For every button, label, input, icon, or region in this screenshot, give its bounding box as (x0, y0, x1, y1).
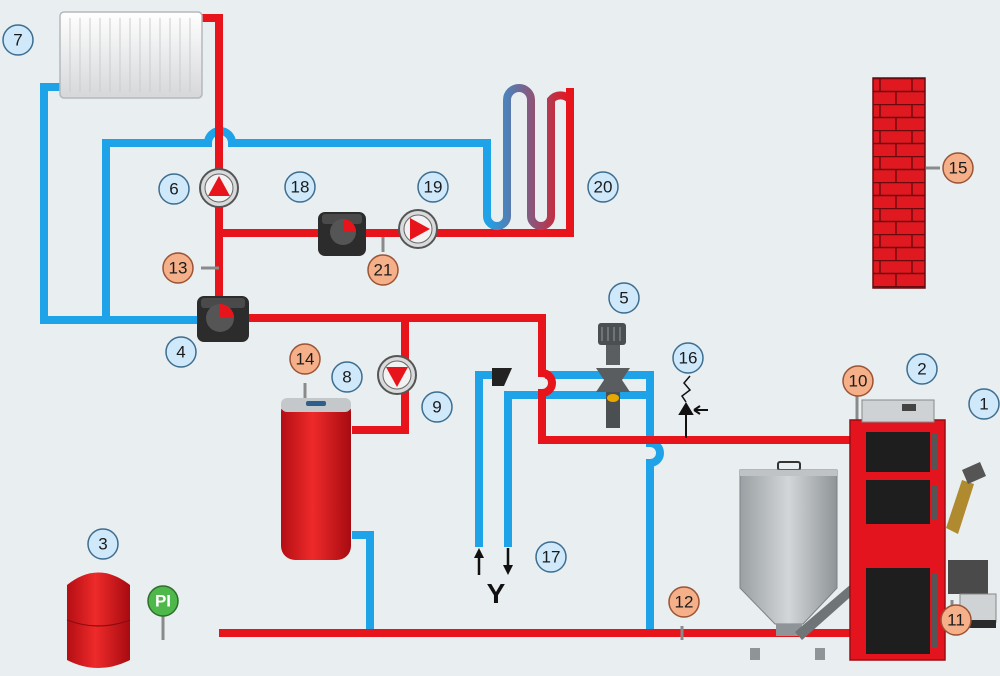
label-14: 14 (289, 343, 321, 375)
check-valve-icon (492, 368, 512, 386)
label-3: 3 (87, 528, 119, 560)
label-20-text: 20 (594, 178, 613, 197)
pump-icon (199, 168, 239, 208)
hot-water-outlet-pipe (475, 371, 492, 547)
label-16-text: 16 (679, 349, 698, 368)
radiator-return-pipe (40, 83, 205, 324)
label-10: 10 (842, 365, 874, 397)
label-5-bubble (608, 282, 640, 314)
label-21-text: 21 (374, 261, 393, 280)
label-9-bubble (421, 391, 453, 423)
label-18: 18 (284, 171, 316, 203)
label-8-text: 8 (342, 368, 351, 387)
label-8-bubble (331, 361, 363, 393)
label-9-text: 9 (432, 398, 441, 417)
label-9: 9 (421, 391, 453, 423)
radiator-icon (59, 11, 203, 99)
label-11: 11 (940, 604, 972, 636)
label-2-bubble (906, 353, 938, 385)
label-5: 5 (608, 282, 640, 314)
label-6-bubble (158, 173, 190, 205)
label-13: 13 (162, 252, 194, 284)
mixing-valve-icon (197, 296, 249, 342)
pellet-boiler-icon (849, 399, 997, 661)
label-17-bubble (535, 541, 567, 573)
label-7-text: 7 (13, 31, 22, 50)
label-13-bubble (162, 252, 194, 284)
label-13-text: 13 (169, 259, 188, 278)
label-20-bubble (587, 171, 619, 203)
label-11-text: 11 (947, 611, 965, 630)
water-supply-symbol: Y (487, 578, 506, 609)
label-4-text: 4 (176, 343, 185, 362)
label-14-text: 14 (296, 350, 315, 369)
label-19-bubble (417, 171, 449, 203)
floor-supply-pipe (219, 88, 574, 237)
label-1: 1 (968, 388, 1000, 420)
water-direction-arrows (474, 548, 513, 575)
pump-icon (398, 209, 438, 249)
label-1-text: 1 (979, 395, 988, 414)
label-15-text: 15 (949, 159, 968, 178)
heater-return-pipe (352, 531, 374, 633)
label-6: 6 (158, 173, 190, 205)
label-2: 2 (906, 353, 938, 385)
pressure-indicator-label: PI (155, 592, 171, 611)
expansion-tank-icon (66, 572, 131, 668)
label-7-bubble (2, 24, 34, 56)
label-10-bubble (842, 365, 874, 397)
label-10-text: 10 (849, 372, 868, 391)
boiler-supply-main-pipe (240, 314, 852, 444)
label-1-bubble (968, 388, 1000, 420)
label-19-text: 19 (424, 178, 443, 197)
label-5-text: 5 (619, 289, 628, 308)
pipe-network (40, 14, 852, 645)
label-12-text: 12 (675, 593, 694, 612)
safety-valve-icon (678, 375, 708, 438)
label-12: 12 (668, 586, 700, 618)
label-18-text: 18 (291, 178, 310, 197)
label-6-text: 6 (169, 180, 178, 199)
floor-heating-coil (483, 84, 574, 230)
thermostatic-valve-icon (596, 323, 630, 428)
water-heater-icon (281, 398, 351, 560)
label-21-bubble (367, 254, 399, 286)
valve-return-pipe (545, 371, 664, 633)
label-2-text: 2 (917, 360, 926, 379)
brick-wall-icon (872, 77, 926, 289)
label-15: 15 (942, 152, 974, 184)
label-16-bubble (672, 342, 704, 374)
label-7: 7 (2, 24, 34, 56)
pump-icon (377, 355, 417, 395)
mixing-valve-icon (318, 212, 366, 256)
label-4: 4 (165, 336, 197, 368)
label-12-bubble (668, 586, 700, 618)
label-16: 16 (672, 342, 704, 374)
label-8: 8 (331, 361, 363, 393)
label-14-bubble (289, 343, 321, 375)
label-21: 21 (367, 254, 399, 286)
radiator-supply-pipe (200, 14, 223, 305)
label-4-bubble (165, 336, 197, 368)
label-3-text: 3 (98, 535, 107, 554)
label-20: 20 (587, 171, 619, 203)
label-17: 17 (535, 541, 567, 573)
label-19: 19 (417, 171, 449, 203)
label-18-bubble (284, 171, 316, 203)
label-11-bubble (940, 604, 972, 636)
cold-water-inlet-pipe (504, 391, 650, 547)
label-17-text: 17 (542, 548, 561, 567)
label-3-bubble (87, 528, 119, 560)
label-15-bubble (942, 152, 974, 184)
heater-loading-pipe (352, 318, 409, 434)
pellet-hopper-icon (739, 461, 856, 660)
pressure-indicator: PI (147, 585, 179, 640)
